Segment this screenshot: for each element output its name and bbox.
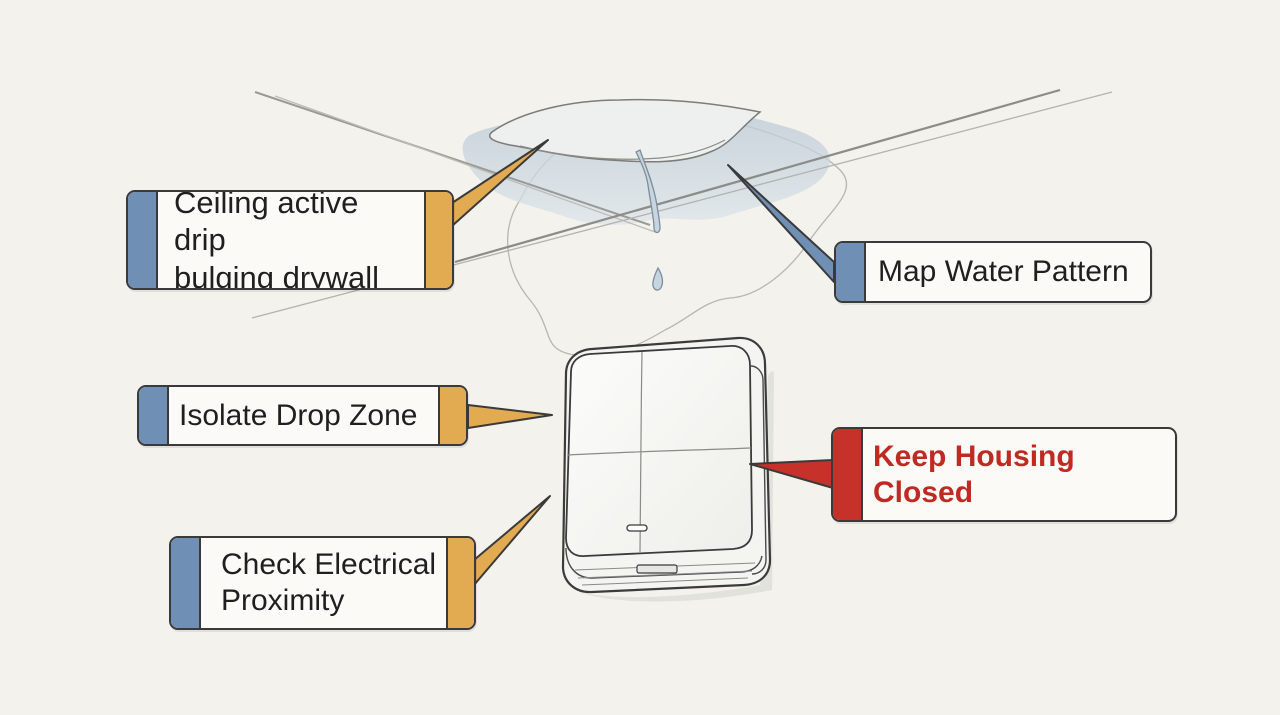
bulge-shading	[519, 139, 726, 160]
callout-map-water: Map Water Pattern	[834, 241, 1152, 303]
wall-electrical-box-illustration	[561, 336, 774, 602]
water-drop	[652, 266, 664, 291]
callout-pointers	[451, 139, 835, 586]
callout-electrical-right-tab	[446, 538, 474, 628]
callout-housing-label: Keep Housing Closed	[873, 439, 1075, 509]
callout-isolate-drop-zone: Isolate Drop Zone	[137, 385, 468, 446]
callout-isolate-right-tab	[438, 387, 466, 444]
pointer-electrical	[473, 495, 551, 586]
callout-ceiling: Ceiling active drip bulging drywall	[126, 190, 454, 290]
callout-ceiling-right-tab	[424, 192, 452, 288]
callout-electrical-left-tab	[171, 538, 201, 628]
ceiling-leak-illustration	[251, 88, 1113, 357]
device-indicator	[626, 524, 648, 532]
pointer-isolate	[467, 404, 553, 429]
callout-keep-housing-closed: Keep Housing Closed	[831, 427, 1177, 522]
callout-housing-left-tab	[833, 429, 863, 520]
ceiling-line-c	[454, 88, 1061, 264]
callout-map-label: Map Water Pattern	[878, 255, 1129, 288]
device-seam-horizontal	[567, 447, 752, 456]
callout-ceiling-left-tab	[128, 192, 158, 288]
device-bottom	[565, 547, 763, 579]
water-drip	[635, 149, 661, 234]
callout-isolate-left-tab	[139, 387, 169, 444]
callout-electrical-label: Check Electrical Proximity	[221, 548, 437, 617]
device-side	[750, 365, 767, 575]
ceiling-line-a	[254, 91, 651, 226]
device-latch	[636, 564, 678, 574]
callout-electrical-proximity: Check Electrical Proximity	[169, 536, 476, 630]
callout-map-left-tab	[836, 243, 866, 301]
callout-isolate-label: Isolate Drop Zone	[179, 398, 418, 432]
ceiling-line-b	[274, 95, 656, 233]
callout-ceiling-label: Ceiling active drip bulging drywall	[174, 190, 380, 290]
bulging-drywall	[489, 98, 762, 163]
